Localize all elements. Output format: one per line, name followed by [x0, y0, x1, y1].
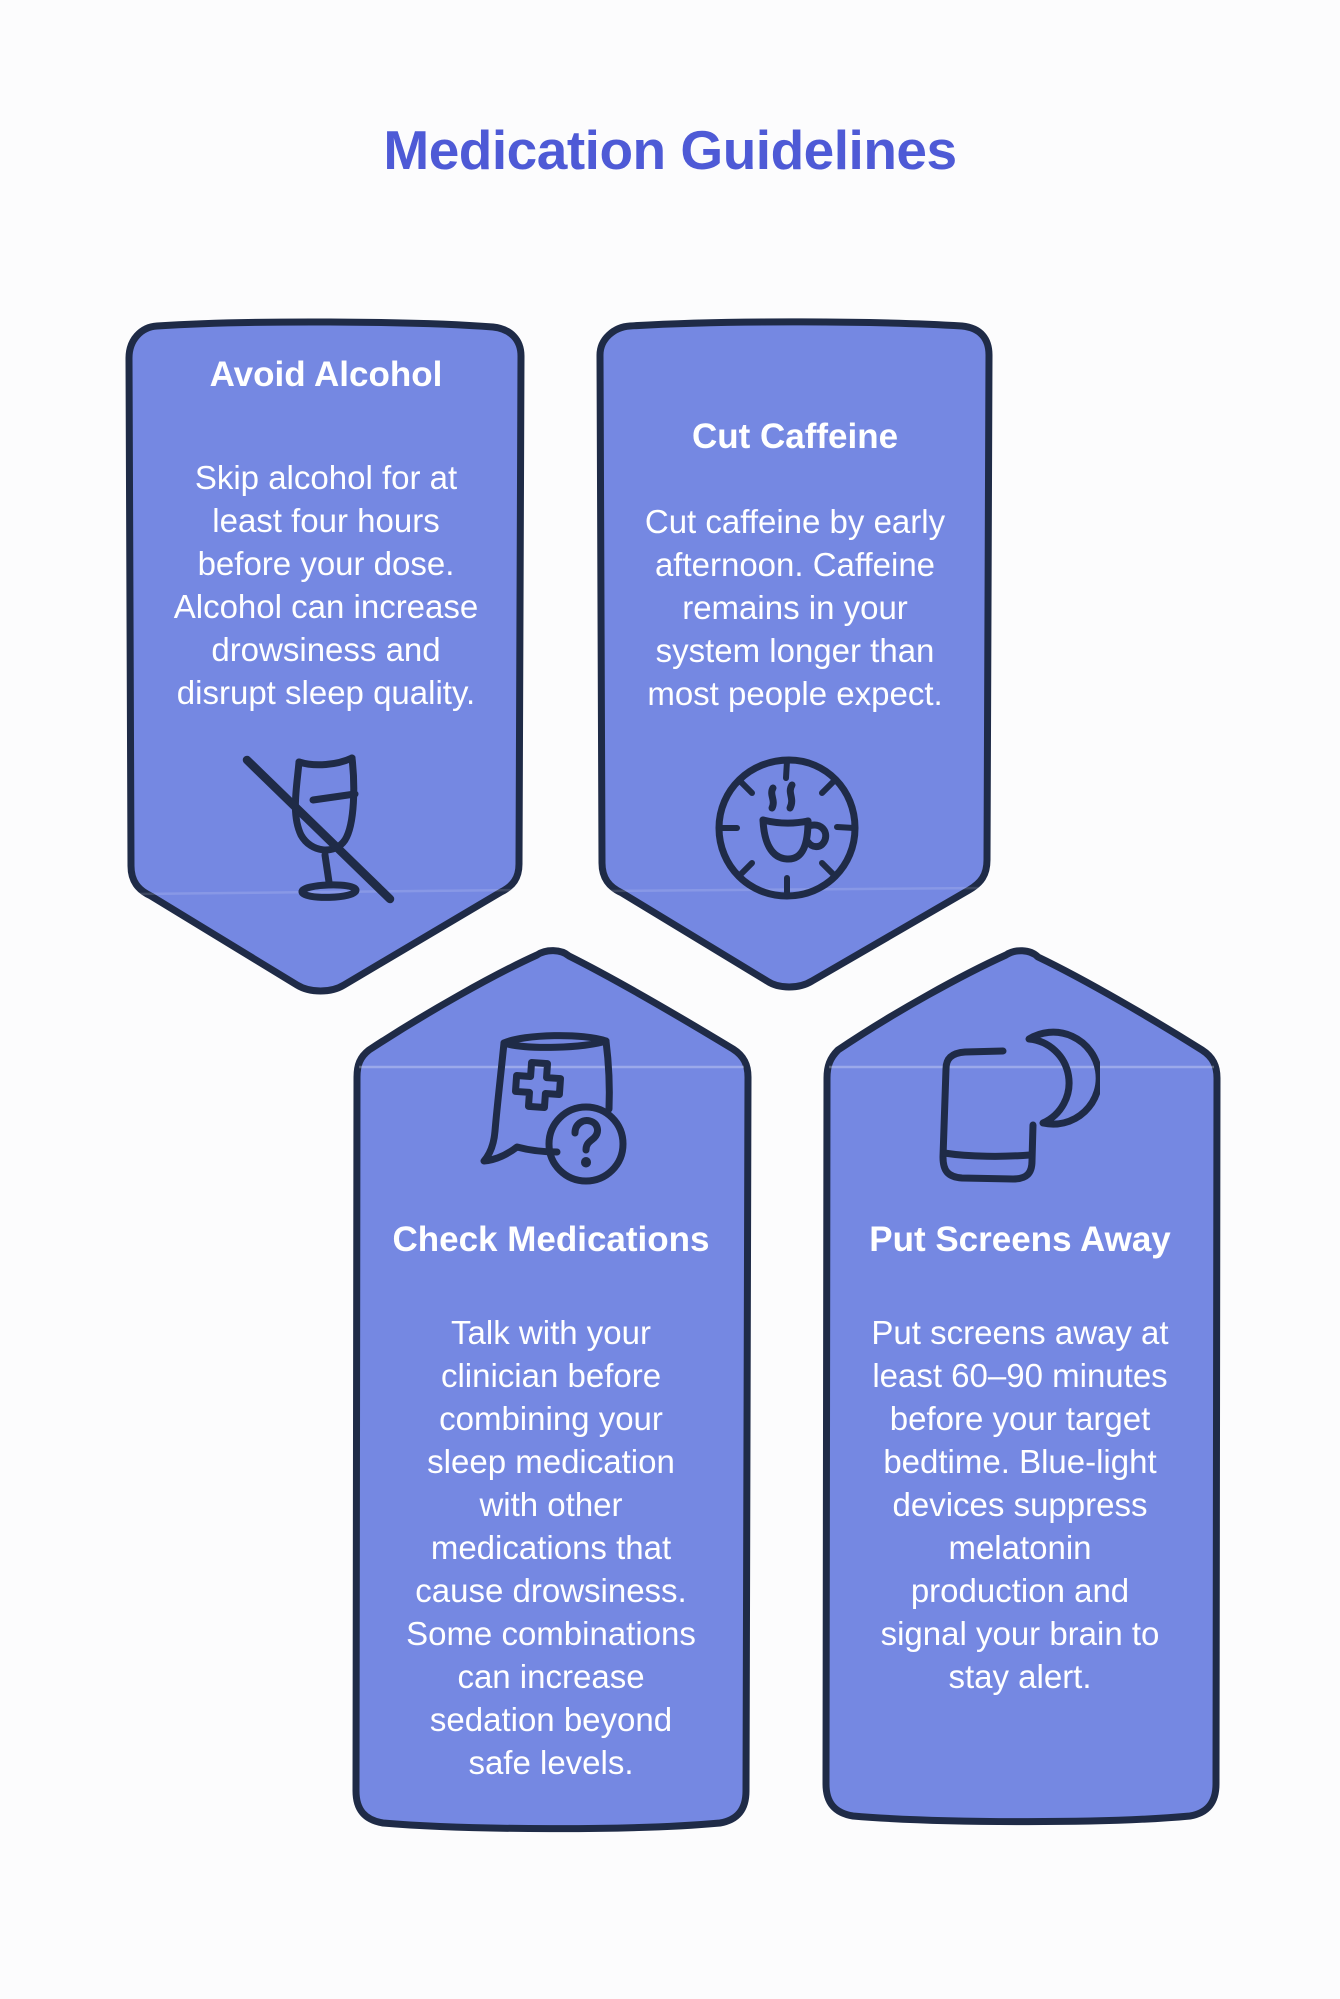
banner-shape-down [596, 318, 993, 991]
phone-moon-icon [939, 1028, 1100, 1183]
card-check-medications: Check Medications Talk with your clinici… [345, 946, 757, 1836]
card-body: Cut caffeine by early afternoon. Caffein… [644, 503, 946, 712]
card-body: Put screens away at least 60–90 minutes … [871, 1314, 1169, 1695]
banner-shape-down [125, 318, 525, 995]
no-alcohol-icon [242, 754, 395, 904]
banner-shape-up [822, 947, 1221, 1826]
page-title: Medication Guidelines [383, 119, 957, 181]
medical-note-question-icon [480, 1032, 627, 1185]
clock-coffee-icon [715, 756, 859, 900]
card-heading: Put Screens Away [869, 1220, 1171, 1259]
card-heading: Avoid Alcohol [209, 355, 443, 394]
card-body: Talk with your clinician before combinin… [406, 1314, 696, 1781]
card-avoid-alcohol: Avoid Alcohol Skip alcohol for at least … [119, 316, 533, 1000]
card-heading: Check Medications [392, 1220, 710, 1259]
card-heading: Cut Caffeine [691, 417, 899, 456]
card-cut-caffeine: Cut Caffeine Cut caffeine by early after… [590, 316, 1000, 1012]
card-put-screens-away: Put Screens Away Put screens away at lea… [814, 946, 1226, 1832]
card-body: Skip alcohol for at least four hours bef… [173, 459, 479, 711]
banner-shape-up [352, 947, 752, 1833]
